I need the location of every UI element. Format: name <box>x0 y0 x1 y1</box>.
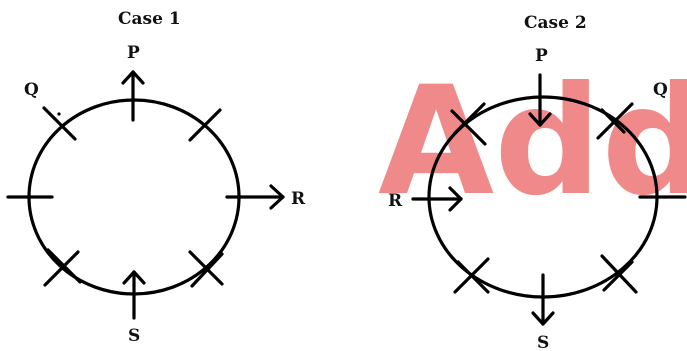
case-1-table-circle <box>27 98 241 296</box>
case-1-diagram: Case 1 P Q R <box>6 9 306 346</box>
case-2-label-q: Q <box>653 80 668 100</box>
case-2-diagram: Case 2 P Q R <box>388 13 687 351</box>
case-1-label-p: P <box>127 43 140 63</box>
case-2-title: Case 2 <box>524 13 587 33</box>
case-1-seat-p-arrow-out <box>121 70 145 122</box>
watermark-text: Adda <box>378 55 687 229</box>
case-2-label-p: P <box>535 46 548 66</box>
case-1-label-r: R <box>291 189 306 209</box>
case-2-label-r: R <box>388 191 403 211</box>
case-2-seat-p-arrow-in <box>528 73 552 127</box>
case-2-label-s: S <box>537 333 549 351</box>
case-1-seat-s-arrow-in <box>122 270 146 320</box>
case-2-seat-s-arrow-out <box>531 273 555 326</box>
case-1-seat-lower-right-cross <box>188 250 224 288</box>
case-1-seat-lower-left-cross <box>43 248 82 287</box>
case-1-seat-r-arrow-out <box>225 184 285 210</box>
case-1-label-s: S <box>128 326 140 346</box>
case-2-seat-upper-left-cross <box>450 102 487 146</box>
case-1-label-q: Q <box>24 80 39 100</box>
case-1-seat-q-cross <box>42 106 77 141</box>
case-1-title: Case 1 <box>118 9 181 29</box>
case-2-seat-r-arrow-in <box>411 186 463 212</box>
case-1-seat-upper-right-cross <box>188 108 222 142</box>
case-2-seat-lower-right-cross <box>600 254 638 294</box>
case-2-seat-lower-left-cross <box>453 257 490 294</box>
case-2-seat-q-cross <box>596 102 634 140</box>
